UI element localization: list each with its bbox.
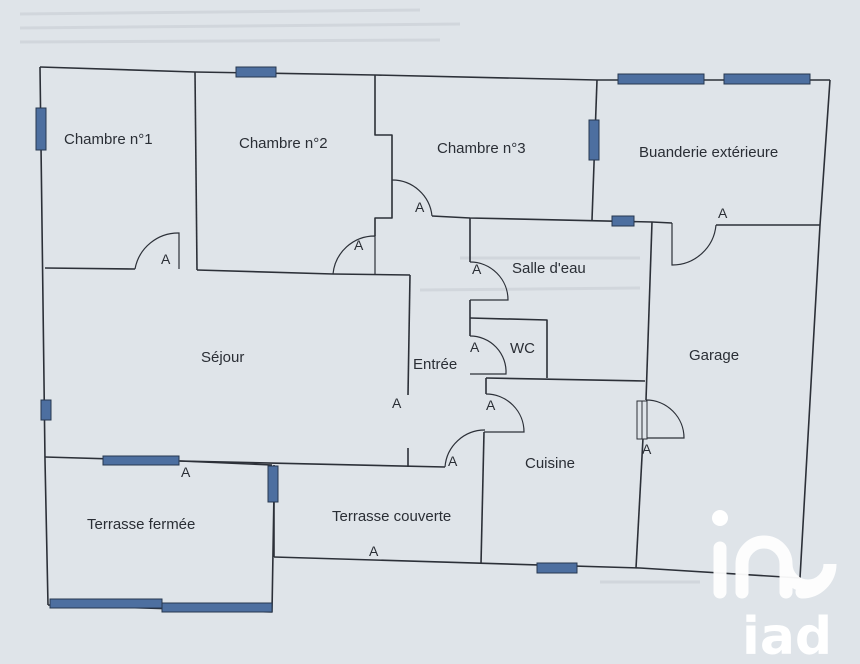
wall-cuisine-top (485, 377, 646, 382)
label-chambre2: Chambre n°2 (239, 135, 328, 152)
wall-entree-left (407, 274, 411, 396)
label-entree: Entrée (413, 356, 457, 373)
label-buanderie: Buanderie extérieure (639, 144, 778, 161)
door-chambre2 (332, 235, 376, 275)
door-label-cuisine: A (486, 397, 496, 413)
window-terrasse-bottom-2 (161, 602, 273, 613)
iad-logo: iad (712, 510, 837, 660)
doors (134, 179, 717, 468)
door-label-garage-cuisine: A (642, 441, 652, 457)
wall-cuisine-left (480, 431, 485, 565)
wall-garage-left-2 (635, 437, 644, 569)
label-wc: WC (510, 340, 535, 357)
door-cuisine (484, 393, 525, 433)
window-cuisine (536, 562, 578, 574)
door-label-terrasse-couverte: A (369, 543, 379, 559)
logo-text: iad (742, 607, 832, 660)
door-chambre3 (391, 179, 433, 217)
door-label-wc: A (470, 339, 480, 355)
label-terrasse-couverte: Terrasse couverte (332, 508, 451, 525)
door-garage (671, 223, 717, 266)
door-garage-cuisine (643, 399, 685, 439)
background-paper-lines (19, 8, 700, 584)
bottom-wall-terrasse-fermee (47, 491, 275, 613)
wall-chambre1-chambre2 (194, 71, 198, 271)
window-chambre2 (235, 66, 277, 78)
window-buanderie-2 (723, 73, 811, 85)
wall-wc-box (469, 317, 548, 378)
label-chambre3: Chambre n°3 (437, 140, 526, 157)
door-label-terrasse: A (181, 464, 191, 480)
window-sejour (40, 399, 52, 421)
door-chambre1 (134, 232, 180, 270)
wall-chambre2-right (374, 180, 393, 236)
logo-dot (712, 510, 728, 526)
wall-terrasse-top (179, 460, 273, 466)
door-label-salle-eau: A (472, 261, 482, 277)
label-garage: Garage (689, 347, 739, 364)
window-terrasse-side (267, 465, 279, 503)
wall-chambres-sejour (44, 267, 136, 270)
door-salle-eau (469, 261, 509, 301)
door-label-entree-bottom: A (448, 453, 458, 469)
room-labels: Chambre n°1 Chambre n°2 Chambre n°3 Buan… (64, 131, 778, 533)
window-salle-eau (611, 215, 635, 227)
outer-top-wall (39, 66, 830, 81)
outer-left-wall (39, 66, 49, 606)
label-terrasse-fermee: Terrasse fermée (87, 516, 195, 533)
window-buanderie-1 (617, 73, 705, 85)
door-label-entree: A (392, 395, 402, 411)
door-label-garage: A (718, 205, 728, 221)
door-label-chambre2: A (354, 237, 364, 253)
label-sejour: Séjour (201, 349, 244, 366)
label-salle-eau: Salle d'eau (512, 260, 586, 277)
wall-chambre2-bottom (196, 269, 411, 276)
label-chambre1: Chambre n°1 (64, 131, 153, 148)
window-chambre1 (35, 107, 47, 151)
wall-chambre3-bottom (431, 215, 673, 224)
door-labels: A A A A A A A A A A A A (161, 199, 728, 559)
wall-chambre2-chambre3 (374, 75, 393, 180)
door-label-chambre1: A (161, 251, 171, 267)
label-cuisine: Cuisine (525, 455, 575, 472)
wall-garage-left (645, 221, 653, 401)
window-terrasse-bottom-1 (49, 598, 163, 609)
door-wc (469, 335, 507, 375)
door-label-chambre3: A (415, 199, 425, 215)
logo-mark (713, 535, 837, 599)
windows (35, 66, 811, 613)
door-entree (444, 429, 486, 468)
window-chambre3 (588, 119, 600, 161)
window-terrasse-top (102, 455, 180, 466)
